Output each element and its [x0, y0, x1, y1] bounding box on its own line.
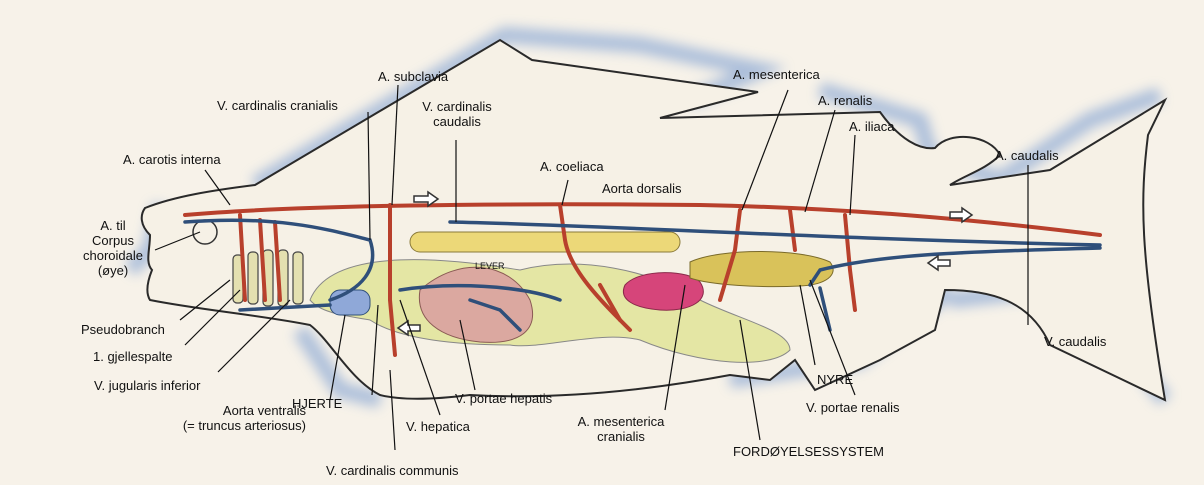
label-a-coeliaca: A. coeliaca: [540, 159, 604, 174]
label-a-iliaca: A. iliaca: [849, 119, 895, 134]
label-a-carotis-interna: A. carotis interna: [123, 152, 221, 167]
label-v-portae-hepatis: V. portae hepatis: [455, 391, 552, 406]
label-aorta-dorsalis: Aorta dorsalis: [602, 181, 681, 196]
label-a-mesenterica: A. mesenterica: [733, 67, 820, 82]
label-a-caudalis: A. caudalis: [995, 148, 1059, 163]
label-v-cardinalis-cranialis: V. cardinalis cranialis: [217, 98, 338, 113]
label-pseudobranch: Pseudobranch: [81, 322, 165, 337]
label-v-portae-renalis: V. portae renalis: [806, 400, 899, 415]
label-gjellespalte: 1. gjellespalte: [93, 349, 173, 364]
label-a-mesenterica-cranialis: A. mesenterica cranialis: [576, 414, 666, 444]
swim-bladder: [410, 232, 680, 252]
heart: [330, 290, 370, 315]
label-v-cardinalis-communis: V. cardinalis communis: [326, 463, 458, 478]
label-a-renalis: A. renalis: [818, 93, 872, 108]
label-a-til-corpus-choroidale: A. til Corpus choroidale (øye): [72, 218, 154, 278]
fish-body-outline: [142, 40, 1165, 400]
label-fordoyelsessystem: FORDØYELSESSYSTEM: [733, 444, 884, 459]
label-lever: LEVER: [475, 259, 505, 274]
label-v-jugularis-inferior: V. jugularis inferior: [94, 378, 200, 393]
label-nyre: NYRE: [817, 372, 853, 387]
label-v-cardinalis-caudalis: V. cardinalis caudalis: [412, 99, 502, 129]
label-aorta-ventralis: Aorta ventralis (= truncus arteriosus): [126, 403, 306, 433]
label-v-hepatica: V. hepatica: [406, 419, 470, 434]
label-v-caudalis: V. caudalis: [1044, 334, 1106, 349]
label-a-subclavia: A. subclavia: [378, 69, 448, 84]
